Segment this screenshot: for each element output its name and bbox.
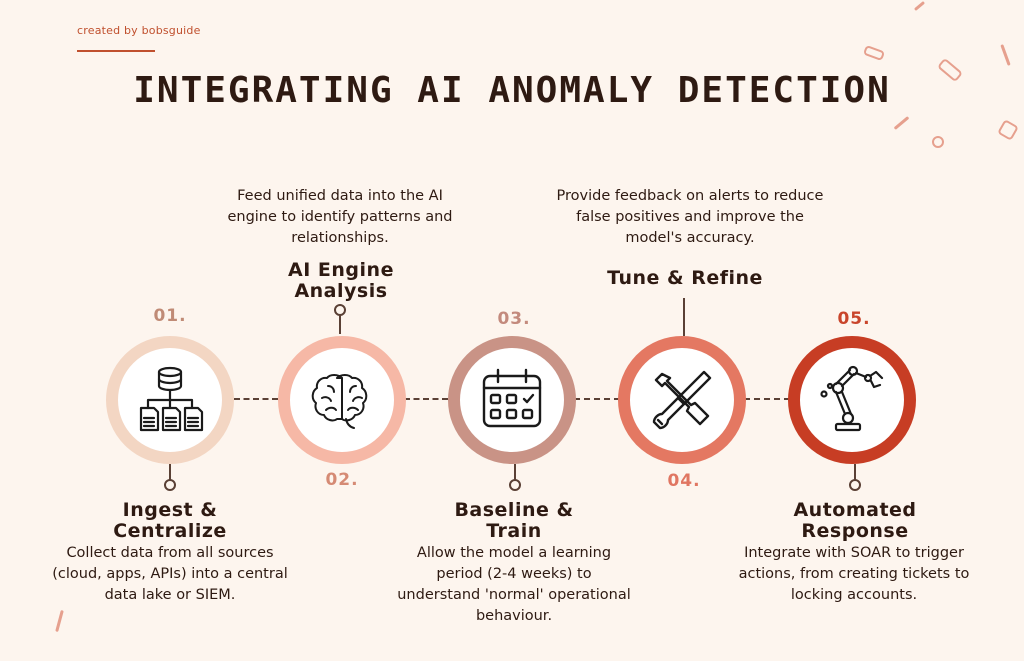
step-3-ring [448, 336, 576, 464]
step-5-description: Integrate with SOAR to trigger actions, … [738, 545, 970, 603]
connector-3-4 [574, 398, 620, 400]
step-4-ring [618, 336, 746, 464]
step-3-title: Baseline & Train [454, 499, 574, 542]
step-3-description: Allow the model a learning period (2-4 w… [397, 545, 631, 624]
step-2-ring [278, 336, 406, 464]
credit-underline [77, 50, 155, 52]
step-1-title: Ingest & Centralize [113, 499, 227, 542]
step-5-ring [788, 336, 916, 464]
credit-text: created by bobsguide [77, 24, 201, 37]
step-4-description: Provide feedback on alerts to reduce fal… [556, 188, 824, 246]
step-4-number: 04. [667, 471, 701, 491]
tools-icon [652, 370, 712, 430]
page-title: INTEGRATING AI ANOMALY DETECTION [133, 70, 891, 111]
brain-icon [311, 374, 368, 429]
step-3-number: 03. [497, 309, 531, 329]
calendar-icon [482, 368, 542, 428]
step-1-description: Collect data from all sources (cloud, ap… [52, 545, 288, 603]
connector-1-2 [234, 398, 278, 400]
step-1-number: 01. [153, 306, 187, 326]
connector-2-3 [404, 398, 448, 400]
step-2-title: AI Engine Analysis [288, 259, 394, 302]
step-2-number: 02. [325, 470, 359, 490]
connector-4-5 [744, 398, 790, 400]
database-network-icon [139, 366, 204, 432]
step-2-description: Feed unified data into the AI engine to … [227, 188, 453, 246]
step-5-title: Automated Response [793, 499, 917, 542]
step-4-title: Tune & Refine [607, 267, 763, 289]
step-1-ring [106, 336, 234, 464]
step-5-number: 05. [837, 309, 871, 329]
robot-arm-icon [820, 365, 884, 432]
